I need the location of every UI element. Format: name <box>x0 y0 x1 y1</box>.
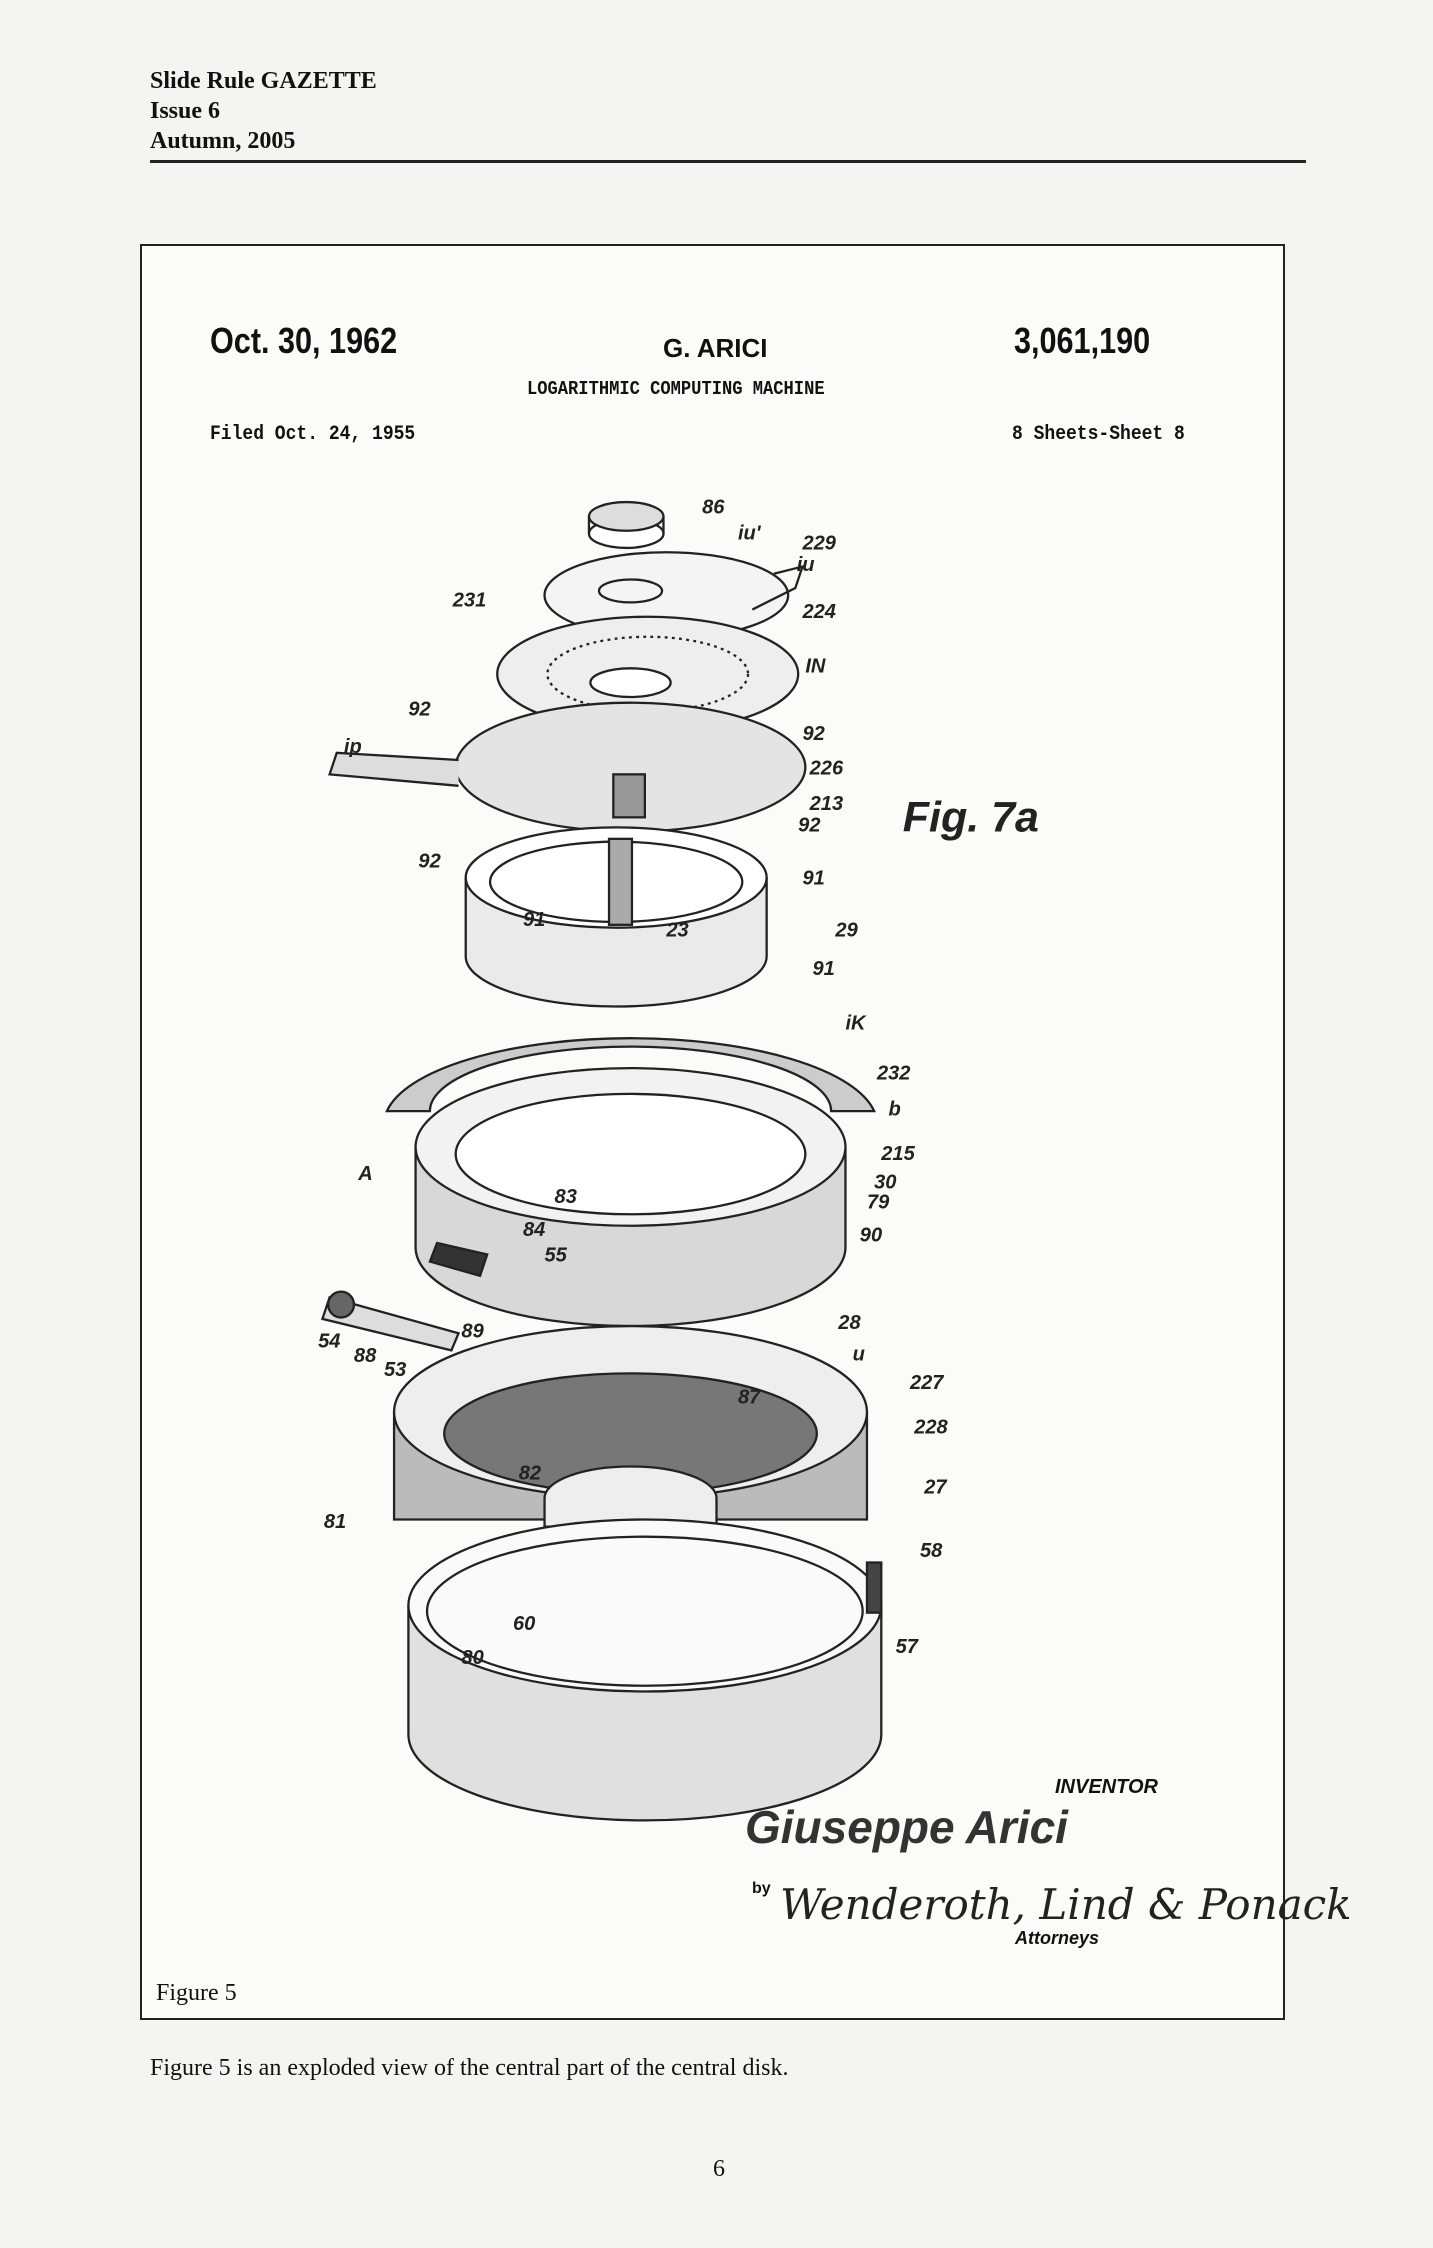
reference-label: b <box>888 1098 900 1120</box>
figure-label: Fig. 7a <box>903 794 1039 842</box>
page-number: 6 <box>713 2156 725 2182</box>
reference-label: 228 <box>913 1417 948 1439</box>
reference-label: 92 <box>798 815 820 837</box>
reference-label: 227 <box>909 1372 944 1394</box>
attorneys-label: Attorneys <box>1015 1928 1100 1948</box>
reference-label: 86 <box>702 497 725 519</box>
reference-label: 92 <box>418 850 440 872</box>
body-text: Figure 5 is an exploded view of the cent… <box>150 2055 789 2081</box>
by-label: by <box>752 1880 771 1897</box>
reference-label: iu' <box>738 522 762 544</box>
reference-label: 229 <box>801 532 836 554</box>
inventor-name: Giuseppe Arici <box>745 1801 1068 1853</box>
reference-label: 30 <box>874 1171 896 1193</box>
publication-title: Slide Rule GAZETTE <box>150 68 377 94</box>
figure-caption: Figure 5 <box>156 1980 237 2006</box>
patent-title: LOGARITHMIC COMPUTING MACHINE <box>527 378 825 400</box>
reference-label: 92 <box>802 723 824 745</box>
reference-label: 224 <box>801 601 835 623</box>
reference-label: 57 <box>896 1636 919 1658</box>
reference-label: 53 <box>384 1359 406 1381</box>
reference-label: 91 <box>523 909 545 931</box>
reference-label: ip <box>344 736 362 758</box>
patent-filed-date: Filed Oct. 24, 1955 <box>210 423 416 446</box>
reference-label: u <box>853 1343 865 1365</box>
reference-label: 58 <box>920 1540 943 1562</box>
reference-label: iu <box>797 554 815 576</box>
reference-label: 54 <box>318 1331 340 1353</box>
issue-season: Autumn, 2005 <box>150 128 296 154</box>
reference-label: 88 <box>354 1345 377 1367</box>
patent-sheets: 8 Sheets-Sheet 8 <box>1012 423 1185 446</box>
reference-label: 92 <box>408 699 430 721</box>
reference-label: 226 <box>809 757 844 779</box>
reference-label: 80 <box>461 1647 483 1669</box>
reference-label: 89 <box>461 1321 484 1343</box>
reference-label: 83 <box>555 1186 577 1208</box>
reference-label: 91 <box>813 958 835 980</box>
reference-label: 27 <box>923 1477 947 1499</box>
reference-label: A <box>357 1163 372 1185</box>
reference-label: 232 <box>876 1063 910 1085</box>
reference-label: 213 <box>809 793 843 815</box>
reference-label: 87 <box>738 1386 761 1408</box>
inventor-label: INVENTOR <box>1055 1776 1158 1798</box>
reference-label: 84 <box>523 1219 545 1241</box>
reference-label: 81 <box>324 1511 346 1533</box>
reference-label: 90 <box>860 1225 882 1247</box>
reference-label: 29 <box>834 919 858 941</box>
reference-label: 79 <box>867 1192 890 1214</box>
reference-label: 60 <box>513 1613 535 1635</box>
reference-label: 55 <box>545 1245 568 1267</box>
reference-label: 231 <box>452 590 486 612</box>
patent-date: Oct. 30, 1962 <box>210 320 398 361</box>
reference-label: 215 <box>880 1143 915 1165</box>
reference-label: IN <box>805 656 826 678</box>
issue-number: Issue 6 <box>150 98 221 124</box>
reference-label: 23 <box>665 919 688 941</box>
patent-inventor-short: G. ARICI <box>663 333 768 363</box>
reference-label: 82 <box>519 1462 541 1484</box>
header-rule <box>150 160 1306 163</box>
patent-number: 3,061,190 <box>1014 320 1151 361</box>
reference-label: iK <box>845 1012 867 1034</box>
attorneys-signature: Wenderoth, Lind & Ponack <box>780 1880 1352 1929</box>
reference-label: 91 <box>802 868 824 890</box>
reference-label: 28 <box>837 1312 861 1334</box>
